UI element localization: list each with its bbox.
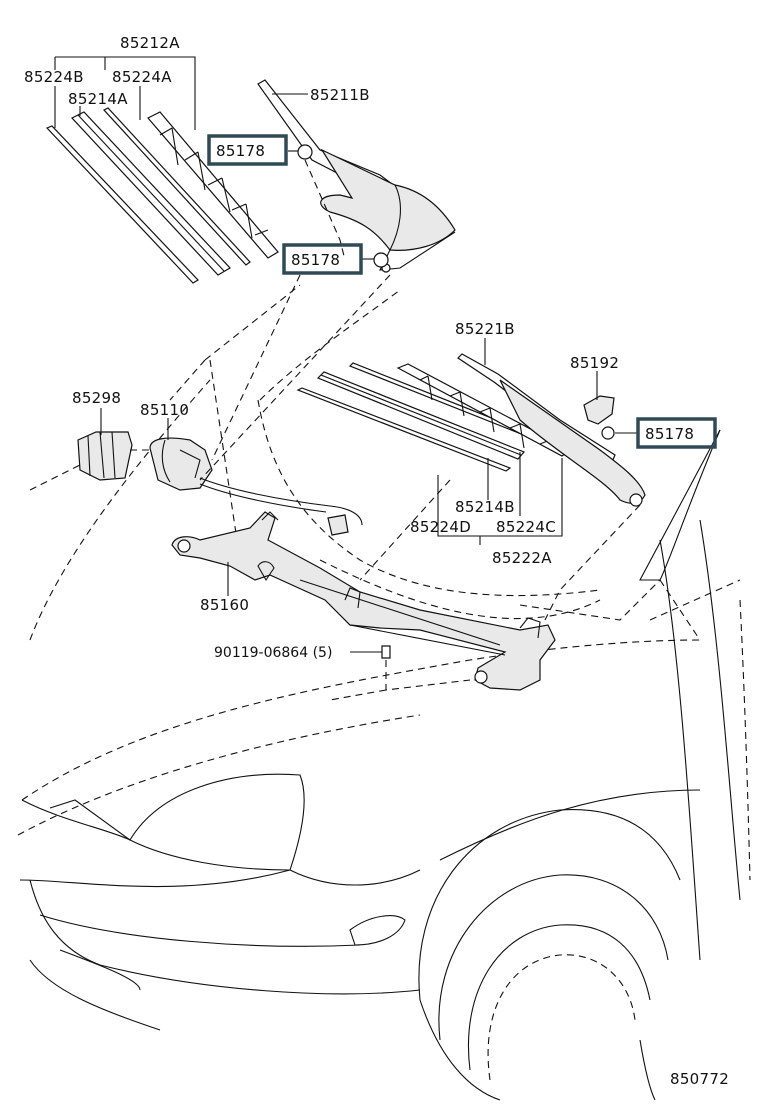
label-85224D: 85224D — [410, 518, 471, 536]
label-85178-right: 85178 — [645, 425, 694, 443]
label-85212A: 85212A — [120, 34, 180, 52]
label-85298: 85298 — [72, 389, 121, 407]
label-90119-06864: 90119-06864 (5) — [214, 645, 332, 661]
label-85221B: 85221B — [455, 320, 515, 338]
leader-lines — [54, 56, 638, 653]
label-85224C: 85224C — [496, 518, 556, 536]
wiper-linkage — [171, 511, 556, 701]
figure-number: 850772 — [670, 1070, 729, 1088]
label-85178-mid: 85178 — [291, 251, 340, 269]
label-85214A: 85214A — [68, 90, 128, 108]
label-85224A: 85224A — [112, 68, 172, 86]
right-wiper-arm — [457, 353, 646, 507]
label-85160: 85160 — [200, 596, 249, 614]
left-wiper-arm — [257, 79, 456, 273]
car-body-outline — [17, 284, 751, 1101]
label-85192: 85192 — [570, 354, 619, 372]
label-85214B: 85214B — [455, 498, 515, 516]
label-85222A: 85222A — [492, 549, 552, 567]
left-wiper-blade-group — [45, 107, 279, 284]
label-85110: 85110 — [140, 401, 189, 419]
label-85224B: 85224B — [24, 68, 84, 86]
highlight-box-85178-right — [636, 417, 717, 449]
label-85211B: 85211B — [310, 86, 370, 104]
guide-lines — [169, 274, 641, 621]
right-wiper-blade-group — [296, 362, 572, 472]
highlight-box-85178-top — [207, 134, 288, 166]
highlight-box-85178-mid — [282, 243, 363, 275]
label-85178-top: 85178 — [216, 142, 265, 160]
